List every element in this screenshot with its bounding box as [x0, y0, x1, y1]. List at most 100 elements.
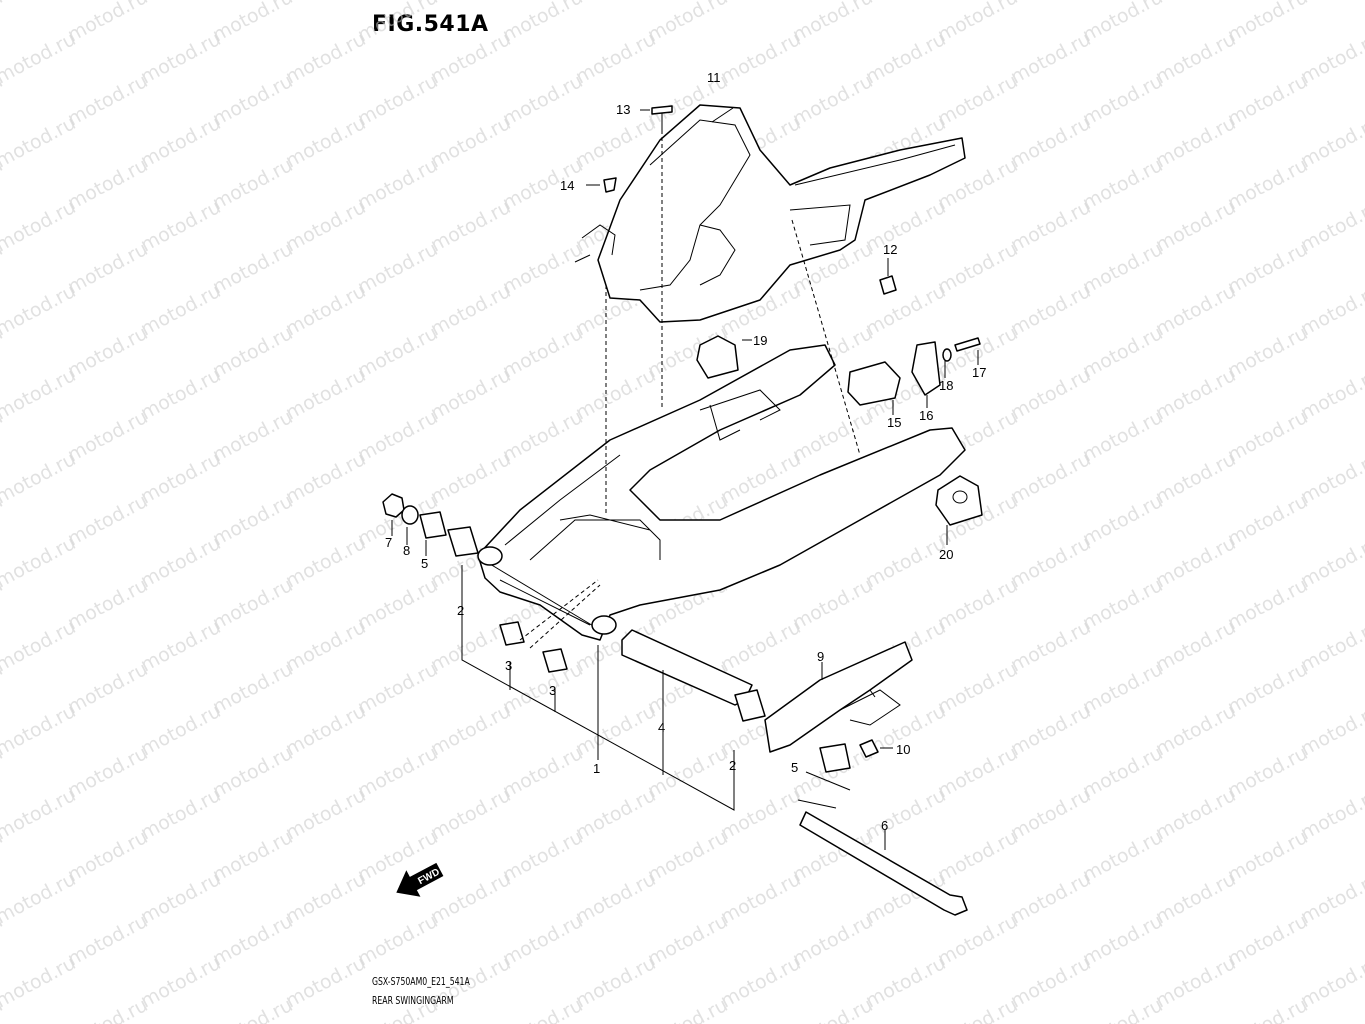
- watermark-text: motod.ru: [499, 994, 586, 1024]
- watermark-text: motod.ru: [0, 994, 6, 1024]
- watermark-text: motod.ru: [0, 532, 79, 592]
- watermark-text: motod.ru: [427, 280, 514, 340]
- chain-cover-part: [574, 104, 966, 323]
- watermark-text: motod.ru: [64, 0, 151, 46]
- watermark-text: motod.ru: [1007, 700, 1094, 760]
- watermark-text: motod.ru: [64, 742, 151, 802]
- watermark-text: motod.ru: [717, 616, 804, 676]
- watermark-text: motod.ru: [1079, 994, 1166, 1024]
- callout-15: 15: [887, 415, 901, 430]
- watermark-text: motod.ru: [282, 364, 369, 424]
- watermark-text: motod.ru: [282, 532, 369, 592]
- watermark-text: motod.ru: [0, 0, 79, 4]
- watermark-text: motod.ru: [934, 0, 1021, 46]
- figure-title: FIG.541A: [372, 12, 489, 37]
- watermark-text: motod.ru: [0, 112, 79, 172]
- watermark-text: motod.ru: [934, 910, 1021, 970]
- watermark-text: motod.ru: [1079, 238, 1166, 298]
- watermark-text: motod.ru: [209, 0, 296, 46]
- watermark-text: motod.ru: [717, 784, 804, 844]
- callout-5: 5: [421, 556, 428, 571]
- watermark-text: motod.ru: [137, 196, 224, 256]
- watermark-text: motod.ru: [354, 154, 441, 214]
- watermark-text: motod.ru: [137, 868, 224, 928]
- watermark-text: motod.ru: [137, 280, 224, 340]
- watermark-text: motod.ru: [1224, 826, 1311, 886]
- watermark-text: motod.ru: [0, 0, 6, 46]
- watermark-text: motod.ru: [282, 952, 369, 1012]
- watermark-text: motod.ru: [644, 742, 731, 802]
- watermark-text: motod.ru: [1079, 406, 1166, 466]
- watermark-text: motod.ru: [572, 28, 659, 88]
- callout-10: 10: [896, 742, 910, 757]
- watermark-text: motod.ru: [137, 28, 224, 88]
- watermark-text: motod.ru: [1224, 742, 1311, 802]
- watermark-text: motod.ru: [1079, 154, 1166, 214]
- watermark-text: motod.ru: [64, 574, 151, 634]
- watermark-text: motod.ru: [64, 826, 151, 886]
- watermark-text: motod.ru: [862, 532, 949, 592]
- watermark-text: motod.ru: [282, 280, 369, 340]
- watermark-text: motod.ru: [1079, 910, 1166, 970]
- watermark-text: motod.ru: [1297, 700, 1365, 760]
- watermark-text: motod.ru: [1297, 364, 1365, 424]
- callout-16: 16: [919, 408, 933, 423]
- callout-20: 20: [939, 547, 953, 562]
- watermark-text: motod.ru: [64, 994, 151, 1024]
- small-parts: [382, 105, 983, 916]
- watermark-text: motod.ru: [1224, 490, 1311, 550]
- watermark-text: motod.ru: [1079, 658, 1166, 718]
- watermark-text: motod.ru: [1224, 322, 1311, 382]
- watermark-text: motod.ru: [282, 784, 369, 844]
- figure-code: GSX-S750AM0_E21_541A: [372, 976, 470, 988]
- watermark-text: motod.ru: [934, 994, 1021, 1024]
- watermark-text: motod.ru: [137, 448, 224, 508]
- watermark-text: motod.ru: [1224, 70, 1311, 130]
- watermark-text: motod.ru: [209, 322, 296, 382]
- callout-14: 14: [560, 178, 574, 193]
- watermark-text: motod.ru: [572, 364, 659, 424]
- watermark-text: motod.ru: [1152, 616, 1239, 676]
- watermark-text: motod.ru: [1079, 70, 1166, 130]
- watermark-text: motod.ru: [1079, 574, 1166, 634]
- watermark-text: motod.ru: [789, 910, 876, 970]
- watermark-text: motod.ru: [0, 700, 79, 760]
- watermark-text: motod.ru: [1079, 490, 1166, 550]
- watermark-text: motod.ru: [137, 112, 224, 172]
- watermark-text: motod.ru: [64, 406, 151, 466]
- watermark-text: motod.ru: [354, 70, 441, 130]
- callout-2b: 2: [729, 758, 736, 773]
- callout-6: 6: [881, 818, 888, 833]
- watermark-text: motod.ru: [862, 784, 949, 844]
- callout-3: 3: [505, 658, 512, 673]
- callout-4: 4: [658, 720, 665, 735]
- watermark-text: motod.ru: [934, 238, 1021, 298]
- watermark-text: motod.ru: [137, 784, 224, 844]
- watermark-text: motod.ru: [209, 238, 296, 298]
- watermark-text: motod.ru: [0, 448, 79, 508]
- watermark-text: motod.ru: [934, 826, 1021, 886]
- fwd-label: FWD: [416, 867, 441, 887]
- callout-7: 7: [385, 535, 392, 550]
- watermark-text: motod.ru: [1224, 154, 1311, 214]
- watermark-text: motod.ru: [282, 868, 369, 928]
- watermark-text: motod.ru: [1297, 28, 1365, 88]
- watermark-text: motod.ru: [354, 0, 441, 46]
- watermark-text: motod.ru: [354, 406, 441, 466]
- watermark-text: motod.ru: [644, 994, 731, 1024]
- watermark-text: motod.ru: [427, 700, 514, 760]
- watermark-text: motod.ru: [1152, 28, 1239, 88]
- watermark-text: motod.ru: [934, 70, 1021, 130]
- watermark-text: motod.ru: [1224, 994, 1311, 1024]
- callout-12: 12: [883, 242, 897, 257]
- watermark-text: motod.ru: [137, 532, 224, 592]
- watermark-text: motod.ru: [572, 952, 659, 1012]
- watermark-text: motod.ru: [1079, 322, 1166, 382]
- watermark-text: motod.ru: [1152, 448, 1239, 508]
- watermark-text: motod.ru: [572, 700, 659, 760]
- watermark-text: motod.ru: [1152, 532, 1239, 592]
- watermark-text: motod.ru: [572, 784, 659, 844]
- watermark-text: motod.ru: [282, 700, 369, 760]
- watermark-text: motod.ru: [64, 658, 151, 718]
- watermark-text: motod.ru: [499, 406, 586, 466]
